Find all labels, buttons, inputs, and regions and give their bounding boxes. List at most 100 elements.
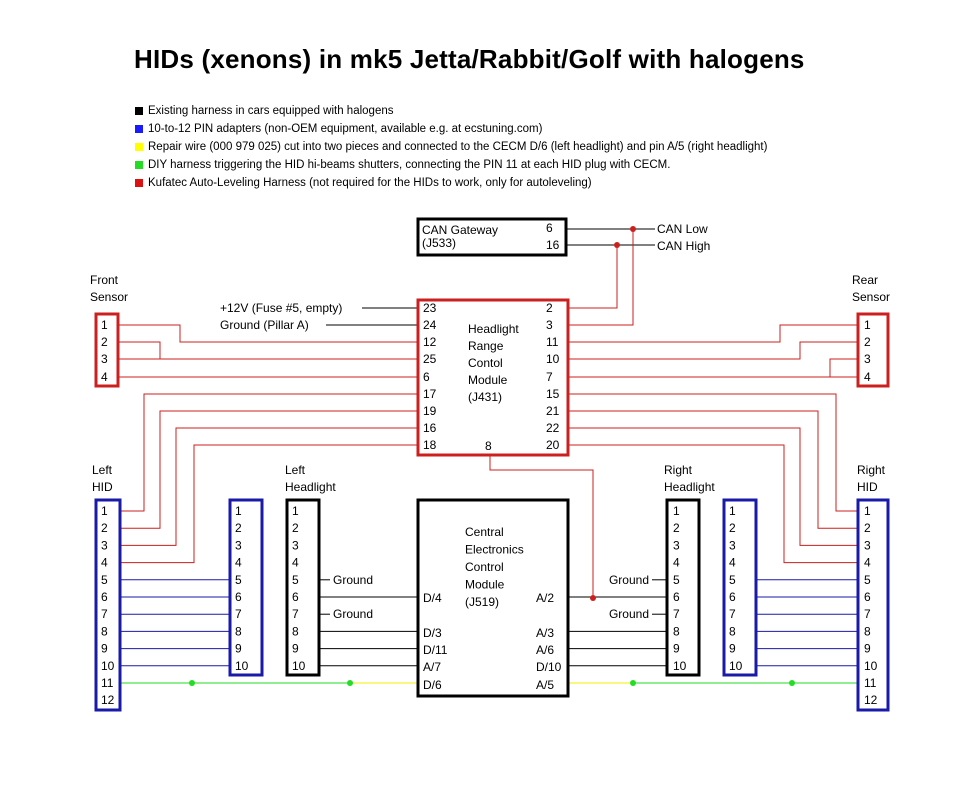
rear-sensor-pin: 4: [864, 370, 871, 384]
can-high-label: CAN High: [657, 239, 710, 253]
left-hid-pin: 3: [101, 538, 108, 552]
legend-text: Repair wire (000 979 025) cut into two p…: [148, 141, 768, 153]
right-hid-pin: 4: [864, 556, 871, 570]
right-hid-label-2: HID: [857, 480, 878, 494]
junctions-layer: [189, 226, 795, 686]
hrcm-cecm-wire: [489, 455, 594, 598]
right-headlight-pin: 7: [673, 607, 680, 621]
right-adapter-pin: 2: [729, 521, 736, 535]
rear-sensor-box: [856, 312, 890, 388]
right-hid-pin: 3: [864, 538, 871, 552]
right-adapter-pin: 3: [729, 538, 736, 552]
right-hid-level-wire-3: [568, 427, 858, 546]
left-adapter-pin: 1: [235, 504, 242, 518]
right-headlight-pin: 2: [673, 521, 680, 535]
left-green-junction-b: [347, 680, 353, 686]
left-ground-label-5: Ground: [333, 573, 373, 587]
left-adapter-pin: 7: [235, 607, 242, 621]
right-adapter-pin: 8: [729, 624, 736, 638]
right-hid-pin: 6: [864, 590, 871, 604]
left-headlight-label-2: Headlight: [285, 480, 336, 494]
left-headlight-pin: 7: [292, 607, 299, 621]
right-adapter-box: [722, 498, 758, 677]
right-ground-label-7: Ground: [609, 607, 649, 621]
hrcm-label-line: Range: [468, 339, 504, 353]
right-adapter-pin: 1: [729, 504, 736, 518]
gateway-id: (J533): [422, 236, 456, 250]
left-headlight-pin: 2: [292, 521, 299, 535]
right-headlight-pin: 4: [673, 556, 680, 570]
legend-swatch: [135, 143, 143, 151]
left-headlight-pin: 6: [292, 590, 299, 604]
left-hid-level-wire-2: [120, 410, 418, 529]
power-input-label: +12V (Fuse #5, empty): [220, 301, 342, 315]
hrcm-pin-8: 8: [485, 439, 492, 453]
right-green-junction-a: [630, 680, 636, 686]
wires-layer: [118, 228, 858, 684]
cecm-left-pin: D/3: [423, 626, 442, 640]
hrcm-right-pin: 20: [546, 438, 560, 452]
cecm-label-line: (J519): [465, 595, 499, 609]
front-sensor-pin: 3: [101, 352, 108, 366]
hrcm-left-pin: 6: [423, 370, 430, 384]
left-headlight-box: [285, 498, 321, 677]
right-adapter-pin: 9: [729, 642, 736, 656]
left-adapter-pin: 8: [235, 624, 242, 638]
right-adapter-pin: 5: [729, 573, 736, 587]
right-headlight-pin: 5: [673, 573, 680, 587]
hrcm-left-pin: 24: [423, 318, 437, 332]
rear-sensor-wire-2: [568, 341, 858, 360]
cecm-right-pin: A/5: [536, 678, 554, 692]
hrcm-left-pin: 17: [423, 387, 437, 401]
can-low-junction: [630, 226, 636, 232]
can-gateway-box: [416, 217, 568, 257]
hrcm-label-line: Contol: [468, 356, 503, 370]
rear-sensor-label-1: Rear: [852, 273, 878, 287]
left-adapter-pin: 10: [235, 659, 249, 673]
can-low-red-wire: [568, 229, 634, 326]
legend-item-green: DIY harness triggering the HID hi-beams …: [135, 156, 767, 174]
hrcm-label-line: (J431): [468, 390, 502, 404]
right-hid-pin: 5: [864, 573, 871, 587]
legend-swatch: [135, 125, 143, 133]
components-layer: [94, 217, 890, 712]
right-headlight-label-2: Headlight: [664, 480, 715, 494]
left-adapter-pin: 2: [235, 521, 242, 535]
cecm-label-line: Control: [465, 560, 504, 574]
left-hid-level-wire-3: [120, 427, 418, 546]
cecm-left-pin: D/4: [423, 591, 442, 605]
left-hid-pin: 12: [101, 693, 115, 707]
left-hid-pin: 9: [101, 642, 108, 656]
right-hid-pin: 7: [864, 607, 871, 621]
left-hid-level-wire-4: [120, 444, 418, 564]
rear-sensor-wire-3: [568, 358, 858, 378]
right-hid-pin: 8: [864, 624, 871, 638]
left-headlight-pin: 1: [292, 504, 299, 518]
can-high-junction: [614, 242, 620, 248]
legend-swatch: [135, 179, 143, 187]
legend-text: Kufatec Auto-Leveling Harness (not requi…: [148, 177, 592, 189]
hrcm-box: [416, 298, 570, 457]
rear-sensor-pin: 1: [864, 318, 871, 332]
right-hid-pin: 11: [864, 676, 877, 690]
right-adapter-pin: 6: [729, 590, 736, 604]
legend-item-yellow: Repair wire (000 979 025) cut into two p…: [135, 138, 767, 156]
left-headlight-pin: 9: [292, 642, 299, 656]
right-headlight-pin: 3: [673, 538, 680, 552]
right-headlight-pin: 8: [673, 624, 680, 638]
front-sensor-wire-2: [118, 341, 418, 360]
right-adapter-pin: 10: [729, 659, 743, 673]
cecm-right-pin: A/6: [536, 643, 554, 657]
right-adapter-pin: 7: [729, 607, 736, 621]
left-green-junction-a: [189, 680, 195, 686]
right-hid-pin: 1: [864, 504, 871, 518]
front-sensor-wire-1: [118, 324, 418, 343]
legend-text: 10-to-12 PIN adapters (non-OEM equipment…: [148, 123, 543, 135]
hrcm-label-line: Headlight: [468, 322, 519, 336]
legend-item-blue: 10-to-12 PIN adapters (non-OEM equipment…: [135, 120, 767, 138]
hrcm-label-line: Module: [468, 373, 508, 387]
left-adapter-box: [228, 498, 264, 677]
hrcm-right-pin: 21: [546, 404, 560, 418]
left-headlight-pin: 4: [292, 556, 299, 570]
hrcm-right-pin: 7: [546, 370, 553, 384]
